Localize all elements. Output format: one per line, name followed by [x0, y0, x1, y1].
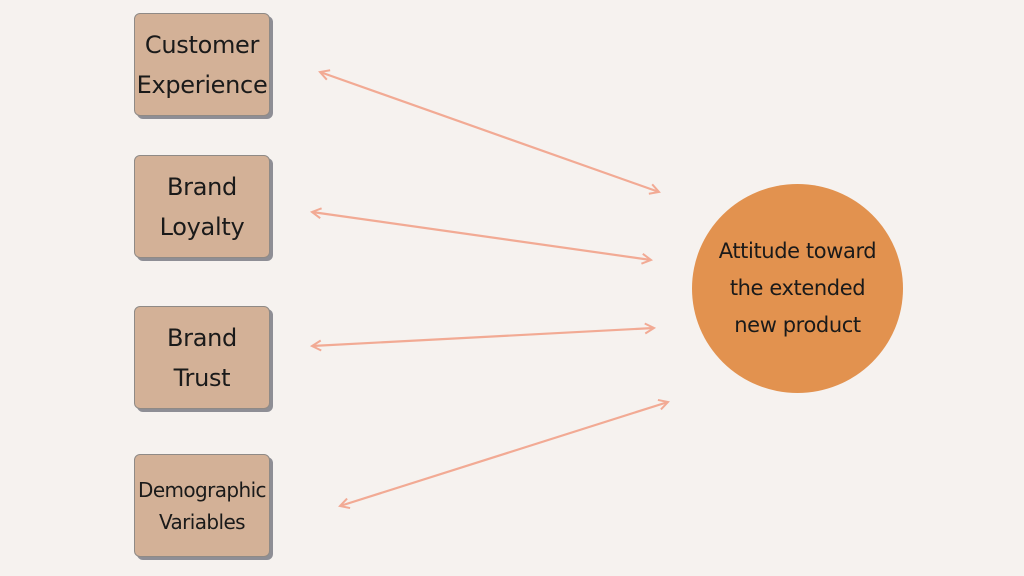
- factor-box-customer-experience: Customer Experience: [134, 13, 270, 116]
- arrow-demographic-variables: [340, 402, 668, 506]
- outcome-label: Attitude toward the extended new product: [718, 239, 877, 337]
- arrow-brand-loyalty: [312, 212, 651, 260]
- factor-label: Brand Trust: [167, 323, 237, 392]
- factor-box-demographic-variables: Demographic Variables: [134, 454, 270, 557]
- factor-label: Demographic Variables: [138, 477, 267, 534]
- factor-label: Brand Loyalty: [159, 172, 245, 241]
- factor-box-brand-loyalty: Brand Loyalty: [134, 155, 270, 258]
- arrow-brand-trust: [312, 328, 654, 346]
- factor-box-brand-trust: Brand Trust: [134, 306, 270, 409]
- arrow-customer-experience: [320, 72, 659, 192]
- outcome-circle: Attitude toward the extended new product: [692, 184, 903, 393]
- factor-label: Customer Experience: [136, 30, 268, 99]
